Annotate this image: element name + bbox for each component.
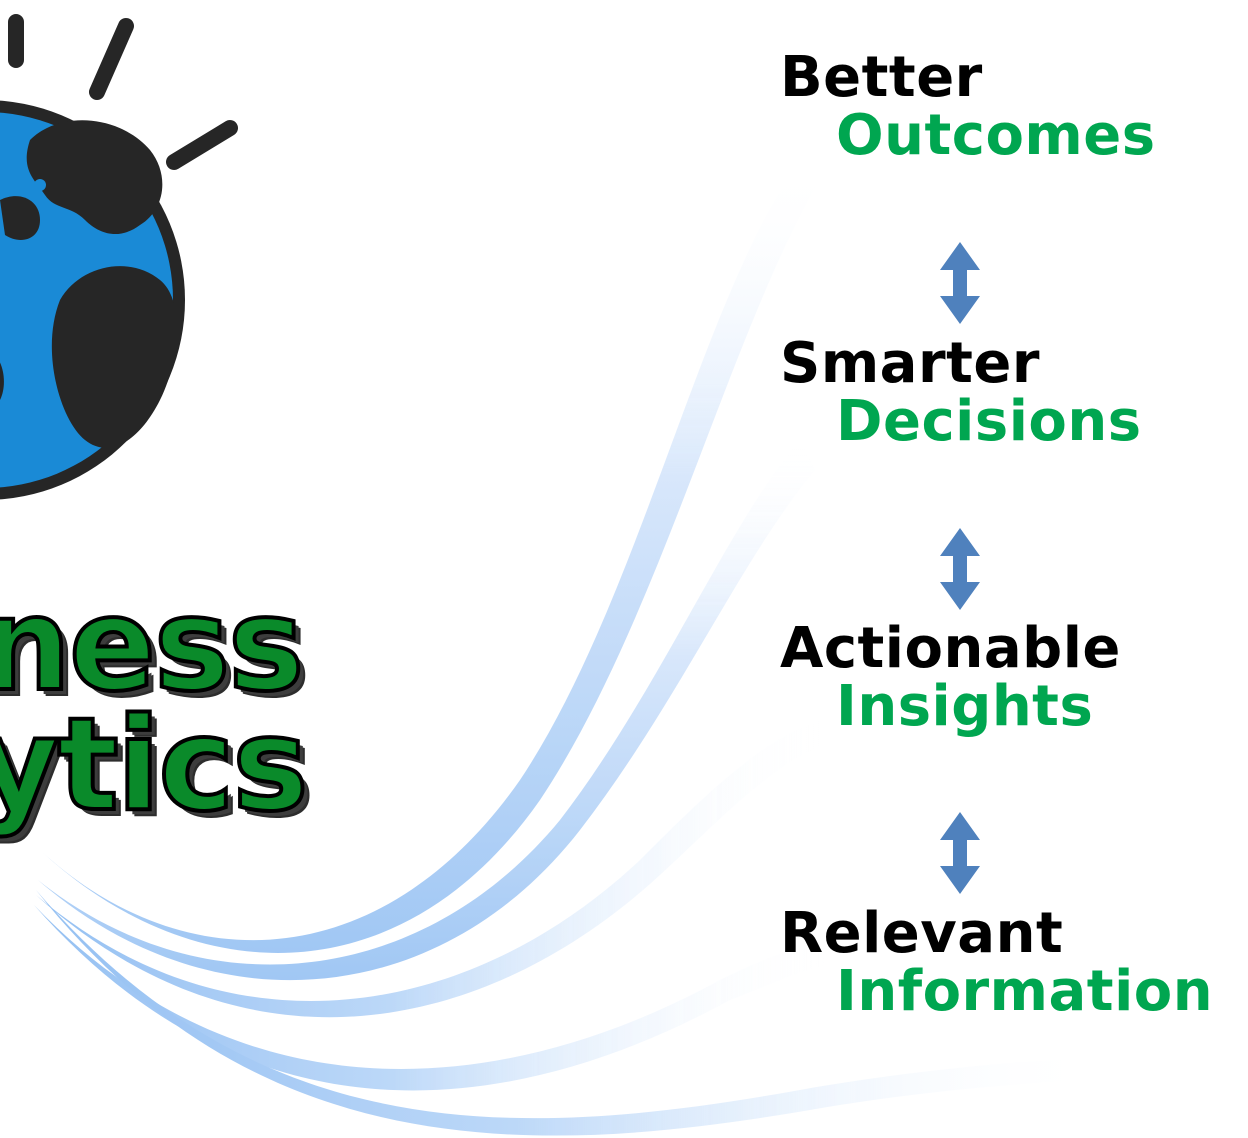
step-word-2: Information [836, 959, 1214, 1024]
ray-3 [166, 120, 238, 170]
ray-2 [89, 18, 134, 100]
double-arrow-3 [940, 812, 980, 894]
step-word-2: Decisions [836, 389, 1142, 454]
step-word-2: Insights [836, 674, 1094, 739]
step-better-outcomes: Better Outcomes [780, 50, 1156, 164]
step-smarter-decisions: Smarter Decisions [780, 336, 1142, 450]
step-word-1: Better [780, 45, 983, 110]
double-arrow-2 [940, 528, 980, 610]
step-word-2: Outcomes [836, 103, 1156, 168]
step-word-1: Smarter [780, 331, 1040, 396]
swoosh-ribbons [34, 160, 1100, 1136]
hero-line-2: ytics [0, 691, 311, 840]
step-relevant-information: Relevant Information [780, 906, 1213, 1020]
step-word-1: Relevant [780, 901, 1064, 966]
swoosh-ribbon-4 [34, 905, 830, 1091]
globe-icon [0, 100, 185, 500]
double-arrow-1 [940, 242, 980, 324]
hero-line-1: ness [0, 571, 306, 720]
swoosh-ribbon-2 [38, 440, 815, 981]
step-actionable-insights: Actionable Insights [780, 621, 1121, 735]
globe-rays [8, 14, 238, 170]
step-word-1: Actionable [780, 616, 1121, 681]
double-arrow-icon [940, 242, 980, 894]
